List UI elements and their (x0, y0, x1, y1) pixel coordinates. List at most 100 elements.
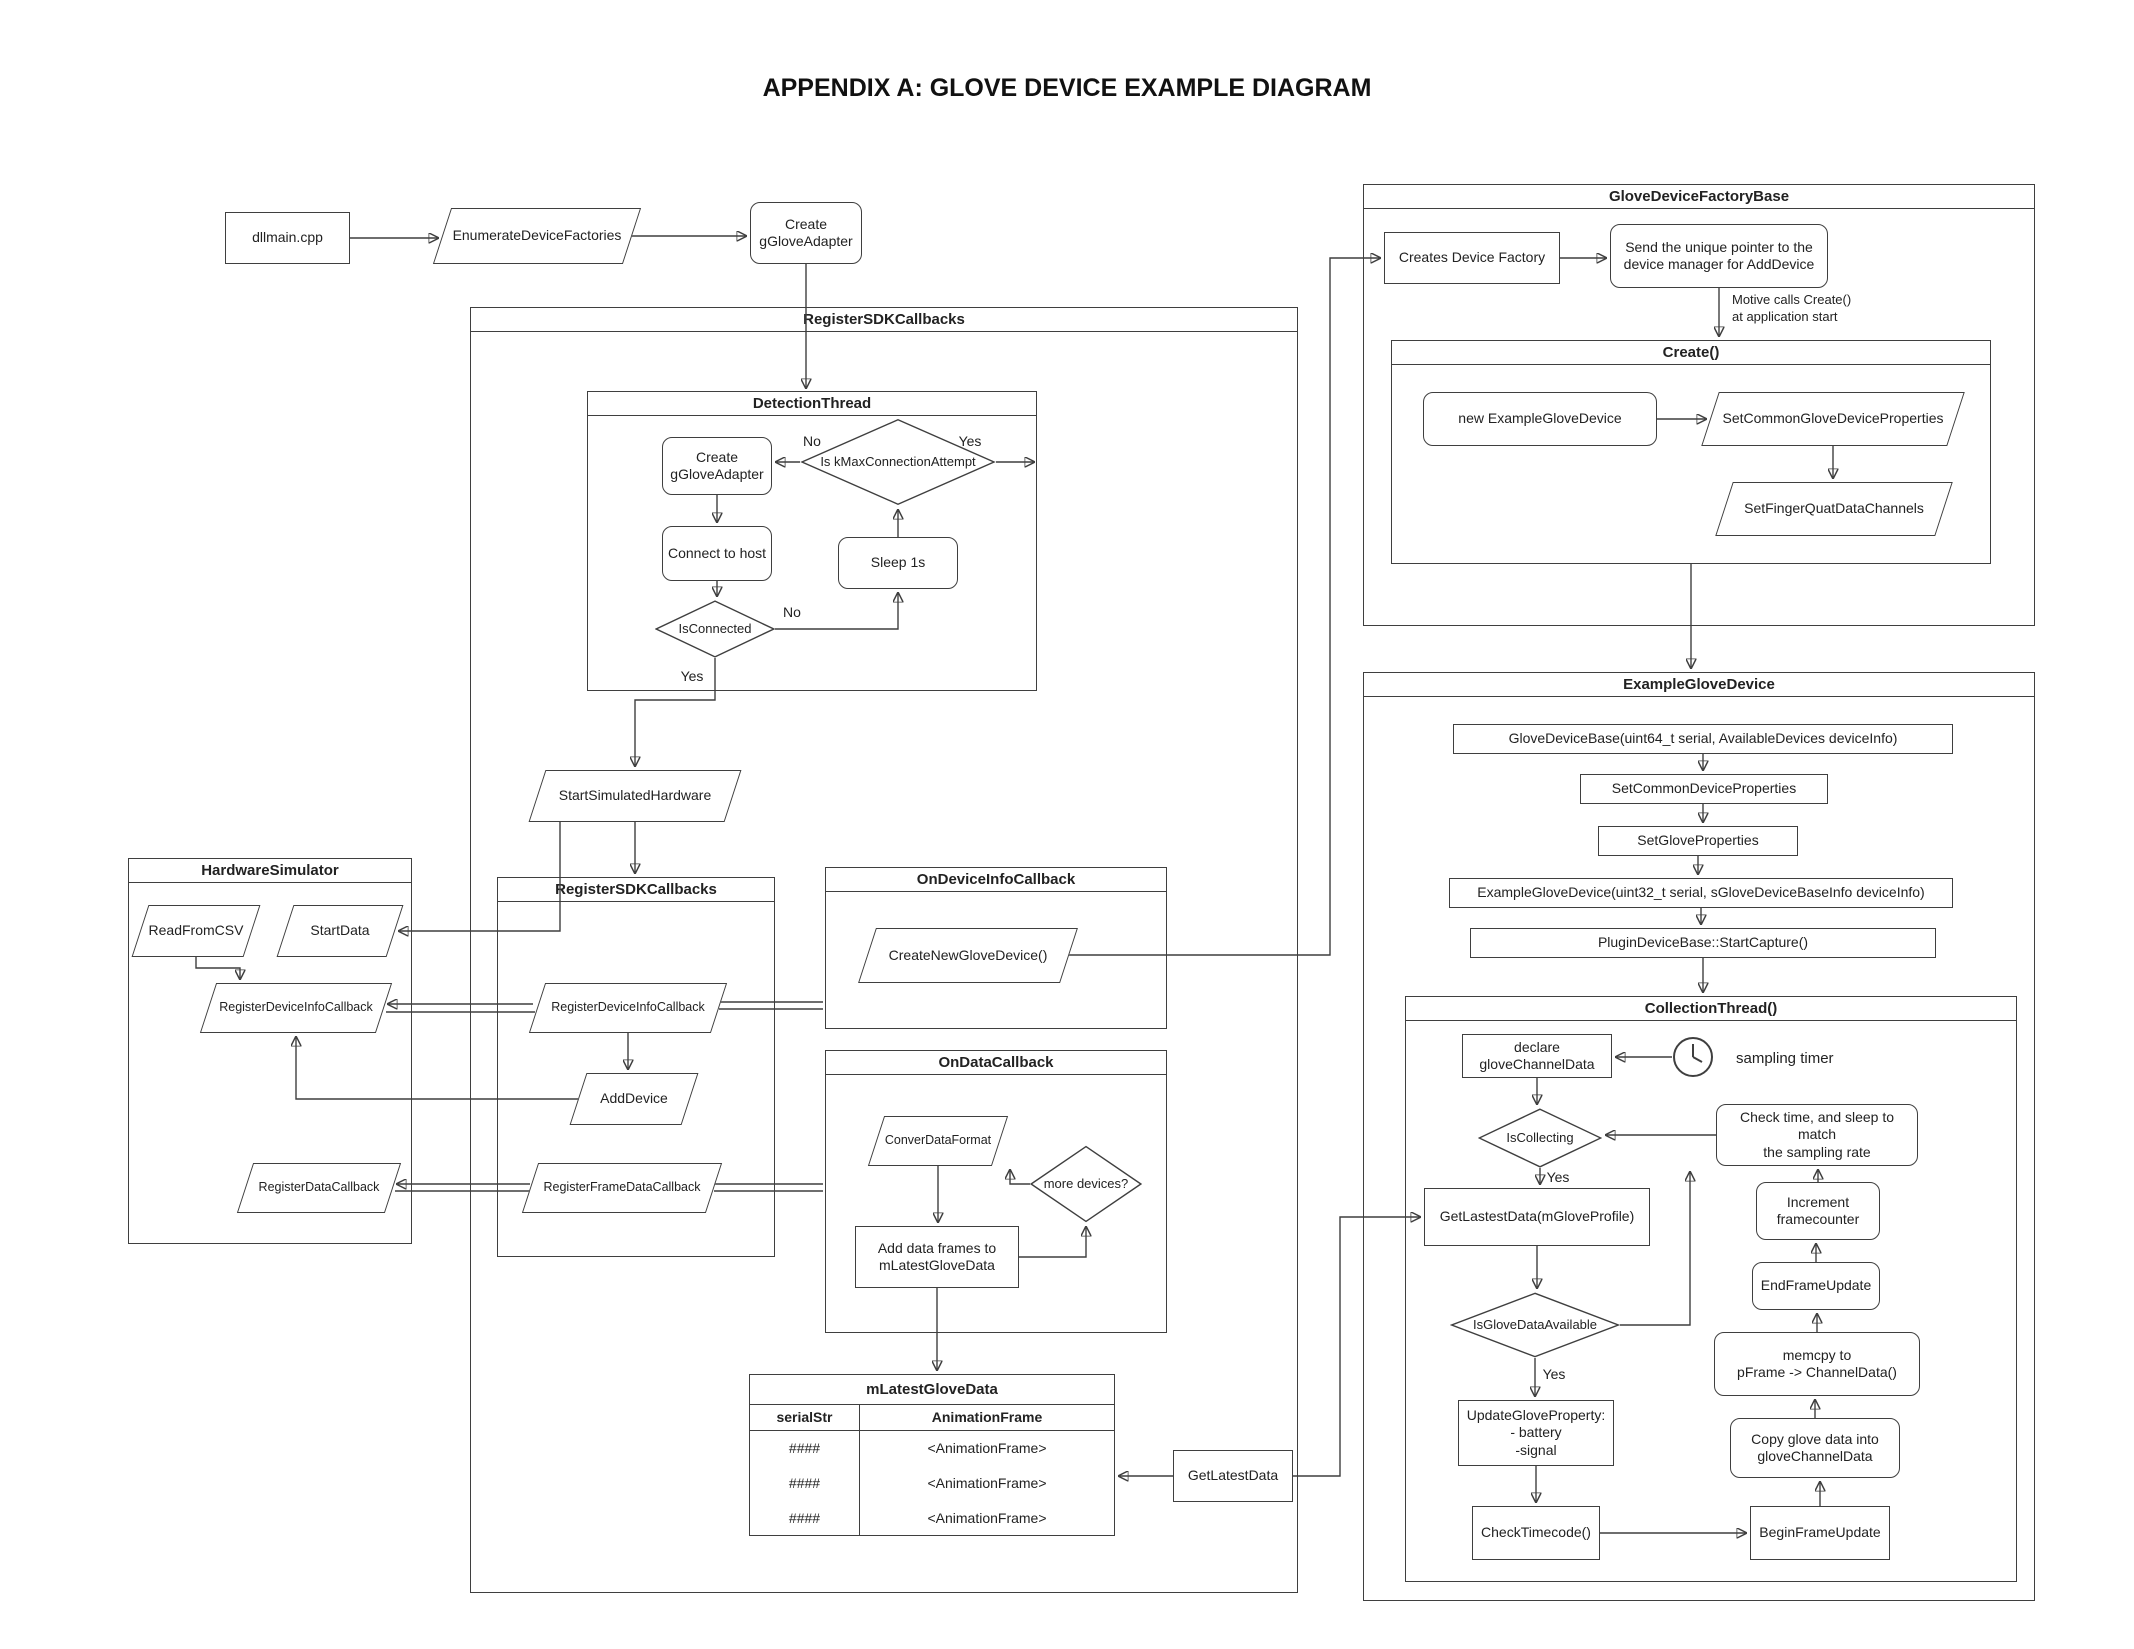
node-begin-frame-update: BeginFrameUpdate (1750, 1506, 1890, 1560)
node-hs-register-data-callback: RegisterDataCallback (236, 1163, 402, 1213)
node-is-collecting: IsCollecting (1478, 1108, 1602, 1168)
node-label: RegisterFrameDataCallback (543, 1180, 701, 1195)
node-example-glove-device-ctor: ExampleGloveDevice(uint32_t serial, sGlo… (1449, 878, 1953, 908)
table-header-serialstr: serialStr (750, 1405, 860, 1430)
container-title: OnDeviceInfoCallback (826, 868, 1166, 892)
container-glove-device-factory-base: GloveDeviceFactoryBase (1363, 184, 2035, 626)
node-label: Check time, and sleep to match the sampl… (1739, 1108, 1895, 1160)
node-check-time-sleep: Check time, and sleep to match the sampl… (1716, 1104, 1918, 1166)
cell-serial: #### (750, 1466, 860, 1501)
node-sleep-1s: Sleep 1s (838, 537, 958, 589)
node-set-finger-quat-data-channels: SetFingerQuatDataChannels (1715, 482, 1953, 536)
node-add-device: AddDevice (569, 1073, 699, 1125)
container-title: RegisterSDKCallbacks (498, 878, 774, 902)
node-label: ExampleGloveDevice(uint32_t serial, sGlo… (1477, 884, 1925, 901)
container-title: RegisterSDKCallbacks (471, 308, 1297, 332)
edge-label-yes: Yes (958, 433, 982, 449)
node-label: Connect to host (667, 544, 767, 561)
node-label: UpdateGloveProperty: - battery -signal (1466, 1406, 1606, 1458)
node-create-gglove-adapter: Create gGloveAdapter (662, 437, 772, 495)
node-enumerate-device-factories: EnumerateDeviceFactories (432, 208, 642, 264)
node-start-simulated-hardware: StartSimulatedHardware (528, 770, 742, 822)
diamond-shape (655, 600, 775, 658)
diamond-shape (800, 418, 996, 506)
motive-note: Motive calls Create() at application sta… (1732, 292, 1852, 324)
node-label: CheckTimecode() (1481, 1524, 1591, 1541)
table-header-row: serialStr AnimationFrame (750, 1405, 1114, 1431)
node-copy-glove-data: Copy glove data into gloveChannelData (1730, 1418, 1900, 1478)
node-is-connected: IsConnected (655, 600, 775, 658)
node-label: memcpy to pFrame -> ChannelData() (1737, 1346, 1897, 1381)
node-creates-device-factory: Creates Device Factory (1384, 232, 1560, 284)
node-label: declare gloveChannelData (1479, 1038, 1595, 1073)
node-start-data: StartData (276, 905, 404, 957)
node-more-devices: more devices? (1030, 1145, 1142, 1223)
node-label: GloveDeviceBase(uint64_t serial, Availab… (1508, 730, 1898, 747)
container-hardware-simulator: HardwareSimulator (128, 858, 412, 1244)
node-check-timecode: CheckTimecode() (1472, 1506, 1600, 1560)
node-label: SetCommonGloveDeviceProperties (1722, 410, 1944, 427)
node-label: RegisterDeviceInfoCallback (551, 1000, 705, 1015)
node-end-frame-update: EndFrameUpdate (1752, 1262, 1880, 1310)
table-row: #### <AnimationFrame> (750, 1466, 1114, 1501)
node-label: GetLastestData(mGloveProfile) (1439, 1208, 1635, 1225)
diamond-shape (1450, 1292, 1620, 1358)
container-title: CollectionThread() (1406, 997, 2016, 1021)
node-label: StartData (310, 922, 370, 939)
node-label: PluginDeviceBase::StartCapture() (1597, 934, 1809, 951)
node-dllmain: dllmain.cpp (225, 212, 350, 264)
node-label: ConverDataFormat (884, 1133, 992, 1148)
edge-label-yes: Yes (680, 668, 704, 684)
container-title: GloveDeviceFactoryBase (1364, 185, 2034, 209)
node-label: SetFingerQuatDataChannels (1744, 500, 1924, 517)
node-label: SetCommonDeviceProperties (1611, 780, 1797, 797)
page-title: APPENDIX A: GLOVE DEVICE EXAMPLE DIAGRAM (762, 74, 1372, 102)
container-title: HardwareSimulator (129, 859, 411, 883)
node-update-glove-property: UpdateGloveProperty: - battery -signal (1458, 1400, 1614, 1466)
container-title: OnDataCallback (826, 1051, 1166, 1075)
node-label: SetGloveProperties (1637, 832, 1759, 849)
node-increment-framecounter: Increment framecounter (1756, 1182, 1880, 1240)
node-label: EndFrameUpdate (1760, 1277, 1872, 1294)
node-label: ReadFromCSV (148, 922, 244, 939)
container-on-device-info-callback: OnDeviceInfoCallback (825, 867, 1167, 1029)
edge-label-no: No (803, 433, 821, 449)
node-label: IsConnected (678, 620, 752, 636)
node-conver-data-format: ConverDataFormat (867, 1116, 1009, 1166)
node-create-gglove-adapter-top: Create gGloveAdapter (750, 202, 862, 264)
node-declare-glove-channel-data: declare gloveChannelData (1462, 1034, 1612, 1078)
node-label: IsCollecting (1506, 1129, 1574, 1145)
node-is-kmax-connection-attempt: Is kMaxConnectionAttempt (800, 418, 996, 506)
container-title: Create() (1392, 341, 1990, 365)
node-set-common-device-properties: SetCommonDeviceProperties (1580, 774, 1828, 804)
node-connect-to-host: Connect to host (662, 526, 772, 581)
node-label: BeginFrameUpdate (1759, 1524, 1881, 1541)
node-memcpy-to-pframe: memcpy to pFrame -> ChannelData() (1714, 1332, 1920, 1396)
node-plugin-device-base-start-capture: PluginDeviceBase::StartCapture() (1470, 928, 1936, 958)
cell-frame: <AnimationFrame> (927, 1510, 1047, 1526)
container-title: ExampleGloveDevice (1364, 673, 2034, 697)
node-label: RegisterDeviceInfoCallback (219, 1000, 373, 1015)
container-example-glove-device: ExampleGloveDevice (1363, 672, 2035, 1601)
node-new-example-glove-device: new ExampleGloveDevice (1423, 392, 1657, 446)
node-label: more devices? (1043, 1175, 1129, 1191)
node-label: GetLatestData (1187, 1467, 1279, 1484)
cell-frame: <AnimationFrame> (927, 1440, 1047, 1456)
node-label: Send the unique pointer to the device ma… (1623, 238, 1815, 273)
sampling-timer-label: sampling timer (1736, 1050, 1834, 1067)
container-create-fn: Create() (1391, 340, 1991, 564)
cell-frame: <AnimationFrame> (927, 1475, 1047, 1491)
node-glove-device-base: GloveDeviceBase(uint64_t serial, Availab… (1453, 724, 1953, 754)
node-label: Creates Device Factory (1398, 249, 1546, 266)
table-row: ####<AnimationFrame> (750, 1431, 1114, 1466)
edge-label-yes: Yes (1542, 1366, 1566, 1382)
edge-label-no: No (783, 604, 801, 620)
node-label: RegisterDataCallback (258, 1180, 380, 1195)
node-register-device-info-callback: RegisterDeviceInfoCallback (528, 983, 728, 1033)
node-label: Sleep 1s (870, 554, 926, 571)
node-register-frame-data-callback: RegisterFrameDataCallback (521, 1163, 723, 1213)
container-detection-thread: DetectionThread (587, 391, 1037, 691)
node-create-new-glove-device: CreateNewGloveDevice() (858, 928, 1078, 983)
